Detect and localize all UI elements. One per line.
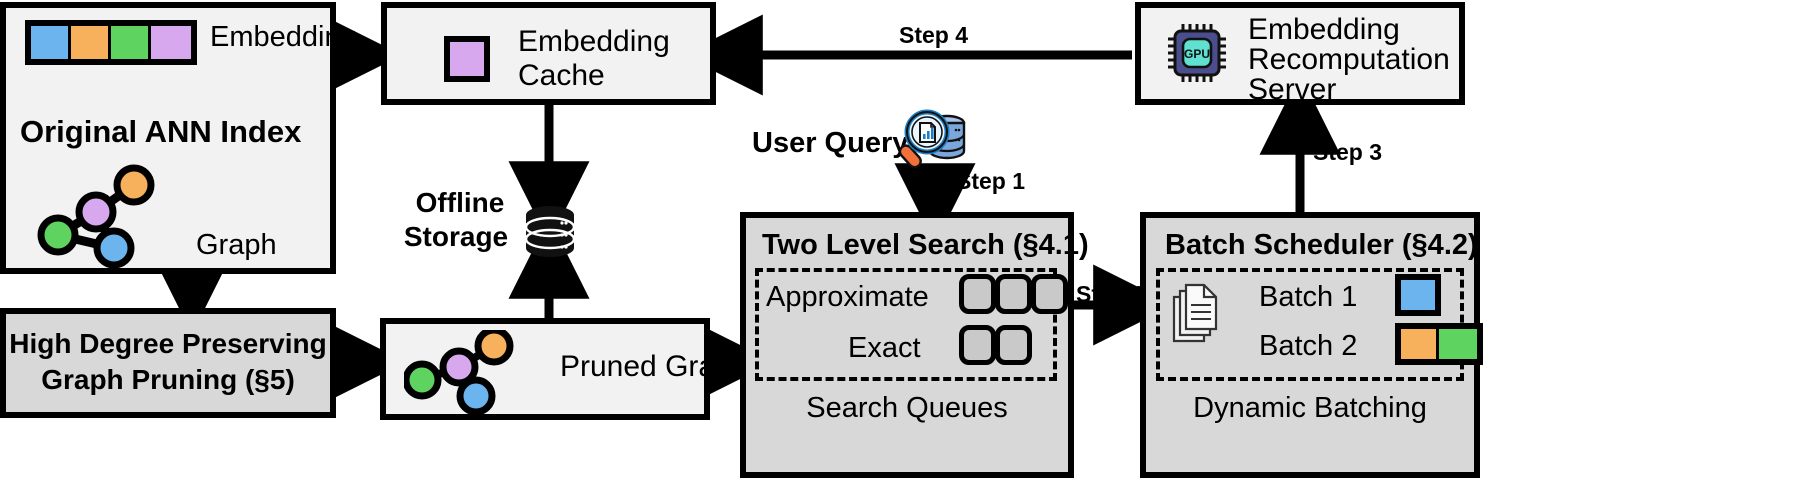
offline-storage-line1: Offline xyxy=(415,187,505,218)
batch-chip-green xyxy=(1439,329,1477,359)
exact-queue-label: Exact xyxy=(848,332,921,364)
graph-label: Graph xyxy=(196,229,277,261)
batch-1-chips xyxy=(1395,274,1441,316)
step-2-label: Step 2 xyxy=(1076,281,1146,307)
step-4-label: Step 4 xyxy=(899,22,969,48)
embedding-cache-chip-purple xyxy=(444,36,490,82)
search-queues-dashed-region xyxy=(755,268,1057,381)
graph-pruning-line2: Graph Pruning (§5) xyxy=(41,364,295,395)
batch-scheduler-title: Batch Scheduler (§4.2) xyxy=(1165,229,1478,261)
pruned-graph-box xyxy=(380,318,710,420)
batch-chip-orange xyxy=(1401,329,1439,359)
queue-slot[interactable] xyxy=(959,274,996,314)
embedding-chip-purple xyxy=(151,26,191,59)
embedding-cache-box xyxy=(381,2,716,105)
user-query-label: User Query xyxy=(752,127,909,159)
pruned-graph-illustration xyxy=(404,330,514,415)
approximate-queue-label: Approximate xyxy=(766,281,929,313)
dynamic-batching-footer: Dynamic Batching xyxy=(1193,392,1427,424)
queue-slot[interactable] xyxy=(1031,274,1068,314)
step-1-label: Step 1 xyxy=(956,168,1026,194)
queue-slot[interactable] xyxy=(959,325,996,365)
pruned-graph-label: Pruned Graph xyxy=(560,350,749,383)
query-search-database-icon xyxy=(900,109,966,169)
two-level-search-title: Two Level Search (§4.1) xyxy=(762,229,1089,261)
database-cylinder-icon xyxy=(524,206,576,257)
two-level-search-box xyxy=(740,212,1074,478)
embedding-chip-green xyxy=(111,26,151,59)
batch-2-chips xyxy=(1395,323,1483,365)
approximate-queue-slots xyxy=(959,274,1068,314)
graph-pruning-box xyxy=(0,308,336,418)
original-ann-index-title: Original ANN Index xyxy=(20,114,302,149)
recomputation-server-line1: Embedding xyxy=(1248,13,1400,46)
exact-queue-slots xyxy=(959,325,1032,365)
gpu-chip-icon-text: GPU xyxy=(1184,47,1210,61)
batch-2-label: Batch 2 xyxy=(1259,330,1358,362)
embedding-chip-orange xyxy=(71,26,111,59)
batch-1-label: Batch 1 xyxy=(1259,281,1358,313)
embedding-chip-strip xyxy=(25,20,197,65)
embedding-cache-line1: Embedding xyxy=(518,25,670,58)
recomputation-server-box xyxy=(1135,2,1465,105)
ann-index-graph-illustration xyxy=(37,164,155,269)
queue-slot[interactable] xyxy=(995,325,1032,365)
embedding-label: Embedding xyxy=(210,21,357,53)
queue-slot[interactable] xyxy=(995,274,1032,314)
step-3-label: Step 3 xyxy=(1313,139,1383,165)
gpu-chip-icon: GPU xyxy=(1168,24,1226,82)
recomputation-server-line2: Recomputation xyxy=(1248,43,1450,76)
embedding-chip-blue xyxy=(31,26,71,59)
search-queues-footer: Search Queues xyxy=(806,392,1008,424)
recomputation-server-line3: Server xyxy=(1248,73,1337,106)
documents-stack-icon xyxy=(1172,283,1218,343)
batch-chip-blue xyxy=(1401,280,1435,310)
embedding-cache-line2: Cache xyxy=(518,59,605,92)
offline-storage-line2: Storage xyxy=(403,221,509,252)
graph-pruning-line1: High Degree Preserving xyxy=(9,328,327,359)
